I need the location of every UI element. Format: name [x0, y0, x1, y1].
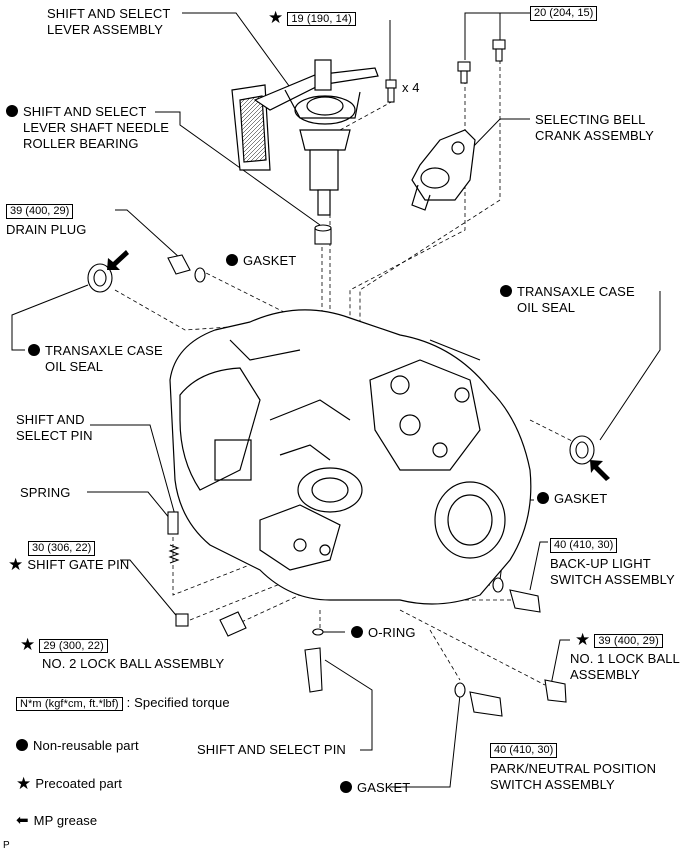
label-backup-light-switch: BACK-UP LIGHT SWITCH ASSEMBLY — [550, 556, 675, 587]
torque-40-park: 40 (410, 30) — [490, 743, 558, 758]
no2-lock-ball — [219, 611, 247, 637]
label-shift-select-pin-bottom: SHIFT AND SELECT PIN — [197, 742, 346, 757]
precoated-star-icon: ★ — [16, 774, 32, 793]
torque-20: 20 (204, 15) — [530, 6, 598, 21]
nonreusable-dot-icon — [28, 344, 40, 356]
nonreusable-dot-icon — [340, 781, 352, 793]
label-gasket-drain: GASKET — [226, 253, 296, 269]
drain-plug — [167, 254, 206, 283]
label-needle-roller-bearing: SHIFT AND SELECT LEVER SHAFT NEEDLE ROLL… — [6, 104, 169, 152]
shift-gate-pin — [175, 613, 189, 627]
nonreusable-dot-icon — [537, 492, 549, 504]
switches — [454, 577, 567, 717]
label-oil-seal-left: TRANSAXLE CASE OIL SEAL — [28, 343, 163, 375]
grease-arrow-icon: ⬅ — [16, 812, 29, 829]
qty-x4: x 4 — [402, 80, 420, 95]
label-selecting-bell-crank: SELECTING BELL CRANK ASSEMBLY — [535, 112, 654, 143]
precoated-star-icon: ★ — [268, 8, 284, 27]
shift-lever-assembly — [231, 59, 379, 216]
legend-precoated: ★Precoated part — [16, 774, 123, 793]
label-shift-select-lever: SHIFT AND SELECT LEVER ASSEMBLY — [47, 6, 171, 37]
bolts-bell-crank — [457, 39, 506, 84]
precoated-star-icon: ★ — [20, 635, 36, 654]
legend-nonreusable: Non-reusable part — [16, 738, 139, 754]
label-park-neutral-switch: PARK/NEUTRAL POSITION SWITCH ASSEMBLY — [490, 761, 657, 792]
selecting-bell-crank — [411, 129, 476, 211]
label-no2-lock-ball: NO. 2 LOCK BALL ASSEMBLY — [42, 656, 225, 671]
nonreusable-dot-icon — [500, 285, 512, 297]
precoated-star-icon: ★ — [8, 555, 24, 574]
nonreusable-dot-icon — [16, 739, 28, 751]
nonreusable-dot-icon — [351, 626, 363, 638]
torque-39-lockball: ★39 (400, 29) — [575, 630, 663, 649]
precoated-star-icon: ★ — [575, 630, 591, 649]
torque-30: 30 (306, 22) — [28, 541, 96, 556]
nonreusable-dot-icon — [226, 254, 238, 266]
torque-19: ★19 (190, 14) — [268, 8, 356, 27]
oil-seals — [87, 263, 595, 465]
transaxle-case — [169, 309, 532, 605]
shift-select-pin-spring — [167, 511, 180, 564]
nonreusable-dot-icon — [6, 105, 18, 117]
label-no1-lock-ball: NO. 1 LOCK BALL ASSEMBLY — [570, 651, 680, 682]
torque-29: ★29 (300, 22) — [20, 635, 108, 654]
label-shift-gate-pin: ★SHIFT GATE PIN — [8, 555, 130, 574]
label-o-ring: O-RING — [351, 625, 416, 641]
label-shift-select-pin-top: SHIFT AND SELECT PIN — [16, 412, 93, 443]
torque-39-drain: 39 (400, 29) — [6, 204, 74, 219]
legend-torque: N*m (kgf*cm, ft.*lbf): Specified torque — [16, 695, 230, 711]
legend-grease: ⬅MP grease — [16, 812, 98, 829]
bolt-x4 — [385, 79, 397, 103]
label-gasket-backup: GASKET — [537, 491, 607, 507]
torque-40-backup: 40 (410, 30) — [550, 538, 618, 553]
label-spring: SPRING — [20, 485, 71, 500]
grease-arrows — [107, 250, 610, 481]
o-ring-and-pin — [304, 628, 324, 693]
label-oil-seal-right: TRANSAXLE CASE OIL SEAL — [500, 284, 635, 316]
needle-roller-bearing — [314, 224, 332, 245]
label-drain-plug: DRAIN PLUG — [6, 222, 87, 237]
corner-mark: P — [3, 840, 10, 851]
label-gasket-park: GASKET — [340, 780, 410, 796]
